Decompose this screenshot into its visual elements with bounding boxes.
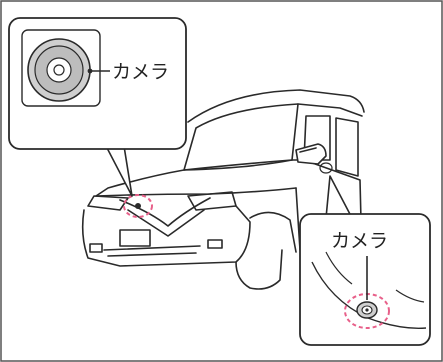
camera-lens-icon (357, 302, 377, 318)
front-camera-label: カメラ (112, 61, 169, 83)
side-camera-label: カメラ (331, 230, 388, 252)
camera-lens-icon (28, 39, 90, 101)
front-camera-dot (135, 203, 141, 209)
front-leader-dot (88, 69, 93, 74)
